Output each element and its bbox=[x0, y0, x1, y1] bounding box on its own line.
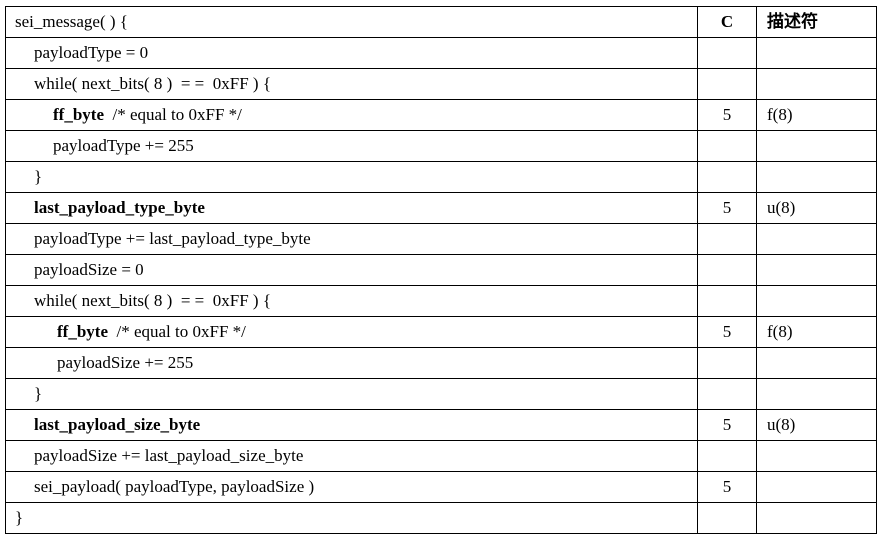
table-row: } bbox=[5, 502, 877, 534]
descriptor-cell bbox=[756, 347, 877, 379]
syntax-cell: payloadSize = 0 bbox=[5, 254, 698, 286]
category-cell: 5 bbox=[697, 192, 757, 224]
descriptor-cell bbox=[756, 130, 877, 162]
syntax-cell: } bbox=[5, 161, 698, 193]
category-cell bbox=[697, 68, 757, 100]
descriptor-cell bbox=[756, 223, 877, 255]
category-cell: 5 bbox=[697, 471, 757, 503]
syntax-text: while( next_bits( 8 ) = = 0xFF ) { bbox=[34, 291, 271, 310]
category-cell bbox=[697, 161, 757, 193]
table-row: payloadSize += last_payload_size_byte bbox=[5, 440, 877, 472]
table-row: payloadType = 0 bbox=[5, 37, 877, 69]
table-row: while( next_bits( 8 ) = = 0xFF ) { bbox=[5, 68, 877, 100]
syntax-text: sei_payload( payloadType, payloadSize ) bbox=[34, 477, 315, 496]
header-descriptor-cell: 描述符 bbox=[756, 6, 877, 38]
syntax-text: payloadSize += last_payload_size_byte bbox=[34, 446, 304, 465]
syntax-element: last_payload_type_byte bbox=[34, 198, 205, 217]
category-cell bbox=[697, 37, 757, 69]
table-row: while( next_bits( 8 ) = = 0xFF ) { bbox=[5, 285, 877, 317]
syntax-cell: last_payload_size_byte bbox=[5, 409, 698, 441]
syntax-text: } bbox=[15, 508, 24, 527]
syntax-cell: payloadType = 0 bbox=[5, 37, 698, 69]
descriptor-cell bbox=[756, 471, 877, 503]
table-row: payloadSize = 0 bbox=[5, 254, 877, 286]
category-cell bbox=[697, 440, 757, 472]
header-syntax-cell: sei_message( ) { bbox=[5, 6, 698, 38]
table-row: ff_byte /* equal to 0xFF */ 5 f(8) bbox=[5, 316, 877, 348]
category-cell: 5 bbox=[697, 99, 757, 131]
syntax-text: /* equal to 0xFF */ bbox=[107, 322, 246, 341]
table-row: sei_payload( payloadType, payloadSize ) … bbox=[5, 471, 877, 503]
category-cell bbox=[697, 254, 757, 286]
syntax-cell: ff_byte /* equal to 0xFF */ bbox=[5, 316, 698, 348]
table-row: last_payload_type_byte 5 u(8) bbox=[5, 192, 877, 224]
descriptor-cell bbox=[756, 68, 877, 100]
descriptor-cell: u(8) bbox=[756, 192, 877, 224]
descriptor-cell bbox=[756, 378, 877, 410]
table-row: } bbox=[5, 378, 877, 410]
descriptor-cell: u(8) bbox=[756, 409, 877, 441]
category-cell: 5 bbox=[697, 316, 757, 348]
syntax-text: } bbox=[34, 384, 43, 403]
syntax-cell: } bbox=[5, 502, 698, 534]
syntax-cell: payloadType += 255 bbox=[5, 130, 698, 162]
syntax-element: last_payload_size_byte bbox=[34, 415, 201, 434]
syntax-text: payloadType += last_payload_type_byte bbox=[34, 229, 311, 248]
syntax-cell: payloadSize += last_payload_size_byte bbox=[5, 440, 698, 472]
category-cell bbox=[697, 285, 757, 317]
table-row: payloadType += last_payload_type_byte bbox=[5, 223, 877, 255]
syntax-cell: payloadSize += 255 bbox=[5, 347, 698, 379]
descriptor-cell bbox=[756, 161, 877, 193]
descriptor-cell bbox=[756, 254, 877, 286]
table-row: ff_byte /* equal to 0xFF */ 5 f(8) bbox=[5, 99, 877, 131]
syntax-text: } bbox=[34, 167, 43, 186]
descriptor-cell: f(8) bbox=[756, 316, 877, 348]
header-c-cell: C bbox=[697, 6, 757, 38]
category-cell bbox=[697, 347, 757, 379]
category-cell bbox=[697, 223, 757, 255]
syntax-text: payloadType = 0 bbox=[34, 43, 149, 62]
syntax-text: /* equal to 0xFF */ bbox=[103, 105, 242, 124]
category-cell: 5 bbox=[697, 409, 757, 441]
descriptor-cell bbox=[756, 502, 877, 534]
category-cell bbox=[697, 378, 757, 410]
descriptor-cell bbox=[756, 285, 877, 317]
syntax-table: sei_message( ) { C 描述符 payloadType = 0 w… bbox=[5, 6, 877, 534]
descriptor-cell: f(8) bbox=[756, 99, 877, 131]
syntax-element: ff_byte bbox=[53, 105, 104, 124]
table-row: } bbox=[5, 161, 877, 193]
syntax-cell: while( next_bits( 8 ) = = 0xFF ) { bbox=[5, 68, 698, 100]
syntax-cell: ff_byte /* equal to 0xFF */ bbox=[5, 99, 698, 131]
syntax-text: payloadSize += 255 bbox=[57, 353, 194, 372]
syntax-cell: last_payload_type_byte bbox=[5, 192, 698, 224]
syntax-cell: while( next_bits( 8 ) = = 0xFF ) { bbox=[5, 285, 698, 317]
category-cell bbox=[697, 130, 757, 162]
table-row: last_payload_size_byte 5 u(8) bbox=[5, 409, 877, 441]
syntax-cell: sei_payload( payloadType, payloadSize ) bbox=[5, 471, 698, 503]
syntax-element: ff_byte bbox=[57, 322, 108, 341]
syntax-text: payloadSize = 0 bbox=[34, 260, 144, 279]
table-row: payloadType += 255 bbox=[5, 130, 877, 162]
table-header-row: sei_message( ) { C 描述符 bbox=[5, 6, 877, 38]
syntax-text: while( next_bits( 8 ) = = 0xFF ) { bbox=[34, 74, 271, 93]
syntax-cell: } bbox=[5, 378, 698, 410]
syntax-cell: payloadType += last_payload_type_byte bbox=[5, 223, 698, 255]
category-cell bbox=[697, 502, 757, 534]
descriptor-cell bbox=[756, 37, 877, 69]
table-row: payloadSize += 255 bbox=[5, 347, 877, 379]
descriptor-cell bbox=[756, 440, 877, 472]
syntax-text: payloadType += 255 bbox=[53, 136, 194, 155]
